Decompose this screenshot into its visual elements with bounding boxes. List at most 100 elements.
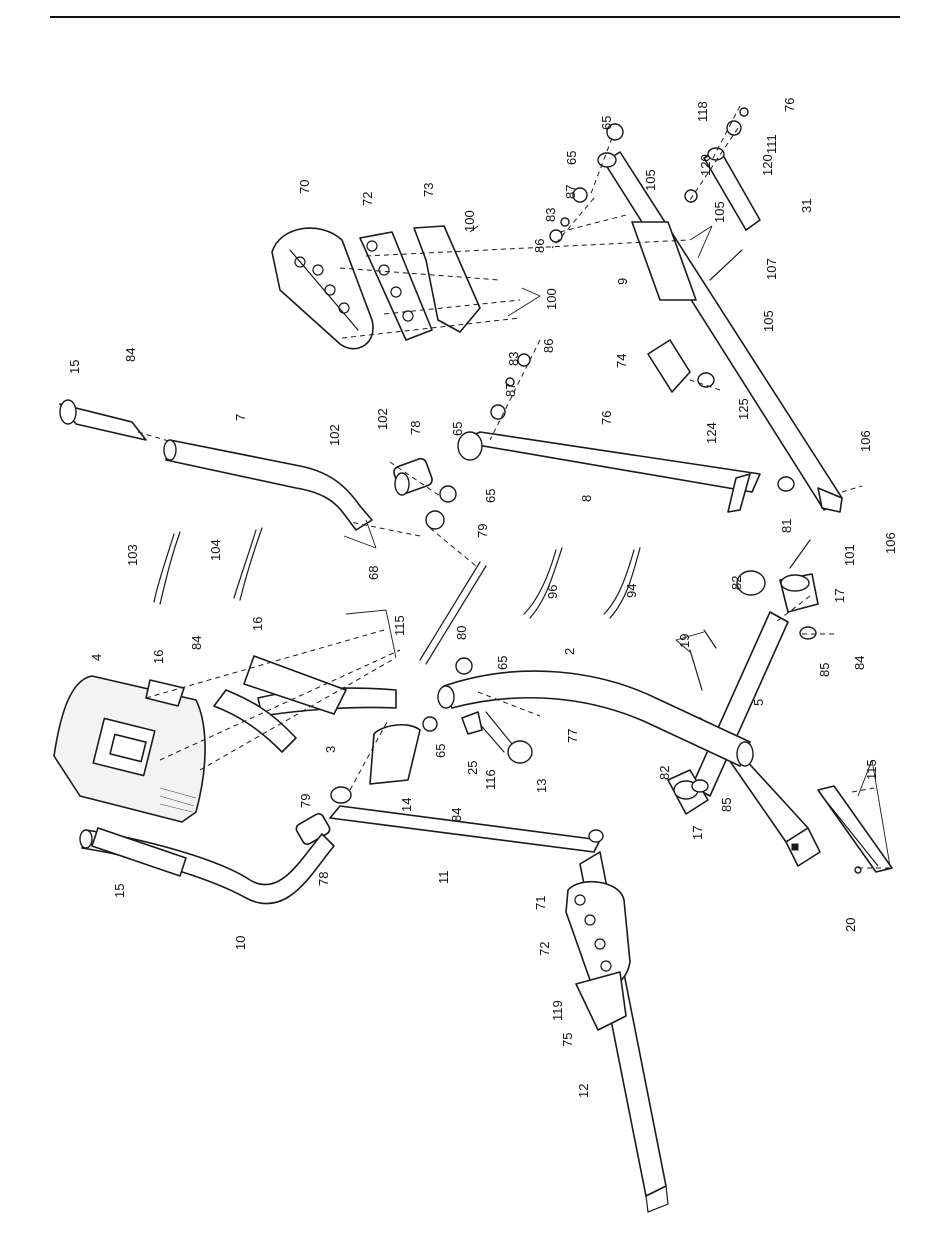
part-13-knob [478,712,532,763]
part-25-plate [462,712,482,734]
part-label: 13 [534,779,549,793]
part-label: 103 [125,544,140,566]
part-label: 82 [657,766,672,780]
part-label: 96 [545,585,560,599]
part-label: 80 [454,626,469,640]
part-label: 15 [67,360,82,374]
part-label: 76 [782,98,797,112]
part-label: 15 [112,884,127,898]
part-label: 84 [189,636,204,650]
part-8-lower-arm [458,432,794,512]
part-label: 83 [543,208,558,222]
part-label: 87 [503,383,518,397]
part-label: 105 [643,169,658,191]
part-label: 115 [392,615,407,636]
part-label: 101 [842,544,857,566]
part-label: 71 [533,896,548,910]
part-label: 87 [563,185,578,199]
part-label: 2 [562,648,577,655]
part-label: 125 [736,398,751,420]
part-label: 84 [123,348,138,362]
part-label: 86 [532,239,547,253]
part-label: 79 [475,524,490,538]
part-label: 105 [761,310,776,332]
part-label: 20 [843,918,858,932]
part-label: 68 [366,566,381,580]
part-label: 102 [327,424,342,446]
part-label: 73 [421,183,436,197]
part-label: 16 [151,650,166,664]
part-78-bushing-upper [392,457,434,495]
part-11-lower-arm [330,806,603,852]
part-label: 84 [449,808,464,822]
part-label: 65 [599,116,614,130]
part-label: 81 [779,519,794,533]
part-label: 106 [858,430,873,452]
part-label: 65 [495,656,510,670]
part-103-wire [154,532,180,604]
part-label: 100 [544,288,559,310]
part-label: 119 [550,1000,565,1021]
part-label: 102 [375,408,390,430]
part-label: 85 [719,798,734,812]
part-label: 65 [564,151,579,165]
part-label: 11 [436,871,451,885]
part-label: 106 [883,532,898,554]
part-label: 105 [712,201,727,223]
part-96-wire [524,548,562,618]
part-label: 16 [250,617,265,631]
part-2-main-frame [438,671,753,766]
part-label: 94 [624,584,639,598]
part-94-wire [604,548,640,618]
part-label: 25 [465,761,480,775]
part-label: 14 [399,798,414,812]
part-label: 17 [690,826,705,840]
part-label: 3 [323,746,338,753]
part-label: 17 [832,589,847,603]
part-20-front-stabilizer [818,786,892,873]
part-label: 65 [433,744,448,758]
part-label: 7 [233,414,248,421]
part-79-bushing-lower [331,787,351,803]
part-7-upper-handlebar [164,440,372,530]
part-104-wire [234,528,262,600]
part-label: 72 [360,192,375,206]
part-label: 104 [208,539,223,561]
part-number-labels: 2 3 4 5 7 8 9 10 11 12 13 14 15 15 16 16… [67,98,898,1098]
part-label: 70 [297,180,312,194]
part-label: 10 [233,936,248,950]
part-label: 78 [408,421,423,435]
part-label: 120 [698,154,713,176]
part-label: 75 [560,1033,575,1047]
part-label: 84 [852,656,867,670]
part-label: 4 [89,654,104,661]
part-label: 72 [537,942,552,956]
part-label: 77 [565,729,580,743]
part-label: 65 [450,422,465,436]
part-71-pedal-lower [566,882,630,987]
part-80-axle [420,562,486,664]
part-label: 120 [760,154,775,176]
part-70-pedal-upper [272,228,373,349]
part-label: 8 [579,495,594,502]
part-label: 12 [576,1084,591,1098]
part-label: 111 [764,134,779,154]
part-74-cover [648,340,714,392]
part-label: 85 [817,663,832,677]
part-label: 31 [799,199,814,213]
part-label: 65 [483,489,498,503]
part-label: 79 [298,794,313,808]
part-label: 74 [614,354,629,368]
part-107-axle [710,250,742,280]
part-label: 107 [764,258,779,280]
part-label: 86 [541,339,556,353]
fasteners [423,108,748,731]
part-label: 118 [695,101,710,122]
part-14-shroud [370,725,420,784]
part-label: 78 [316,872,331,886]
part-15-grip-upper [60,400,146,440]
part-label: 5 [751,699,766,706]
part-label: 116 [483,769,498,790]
